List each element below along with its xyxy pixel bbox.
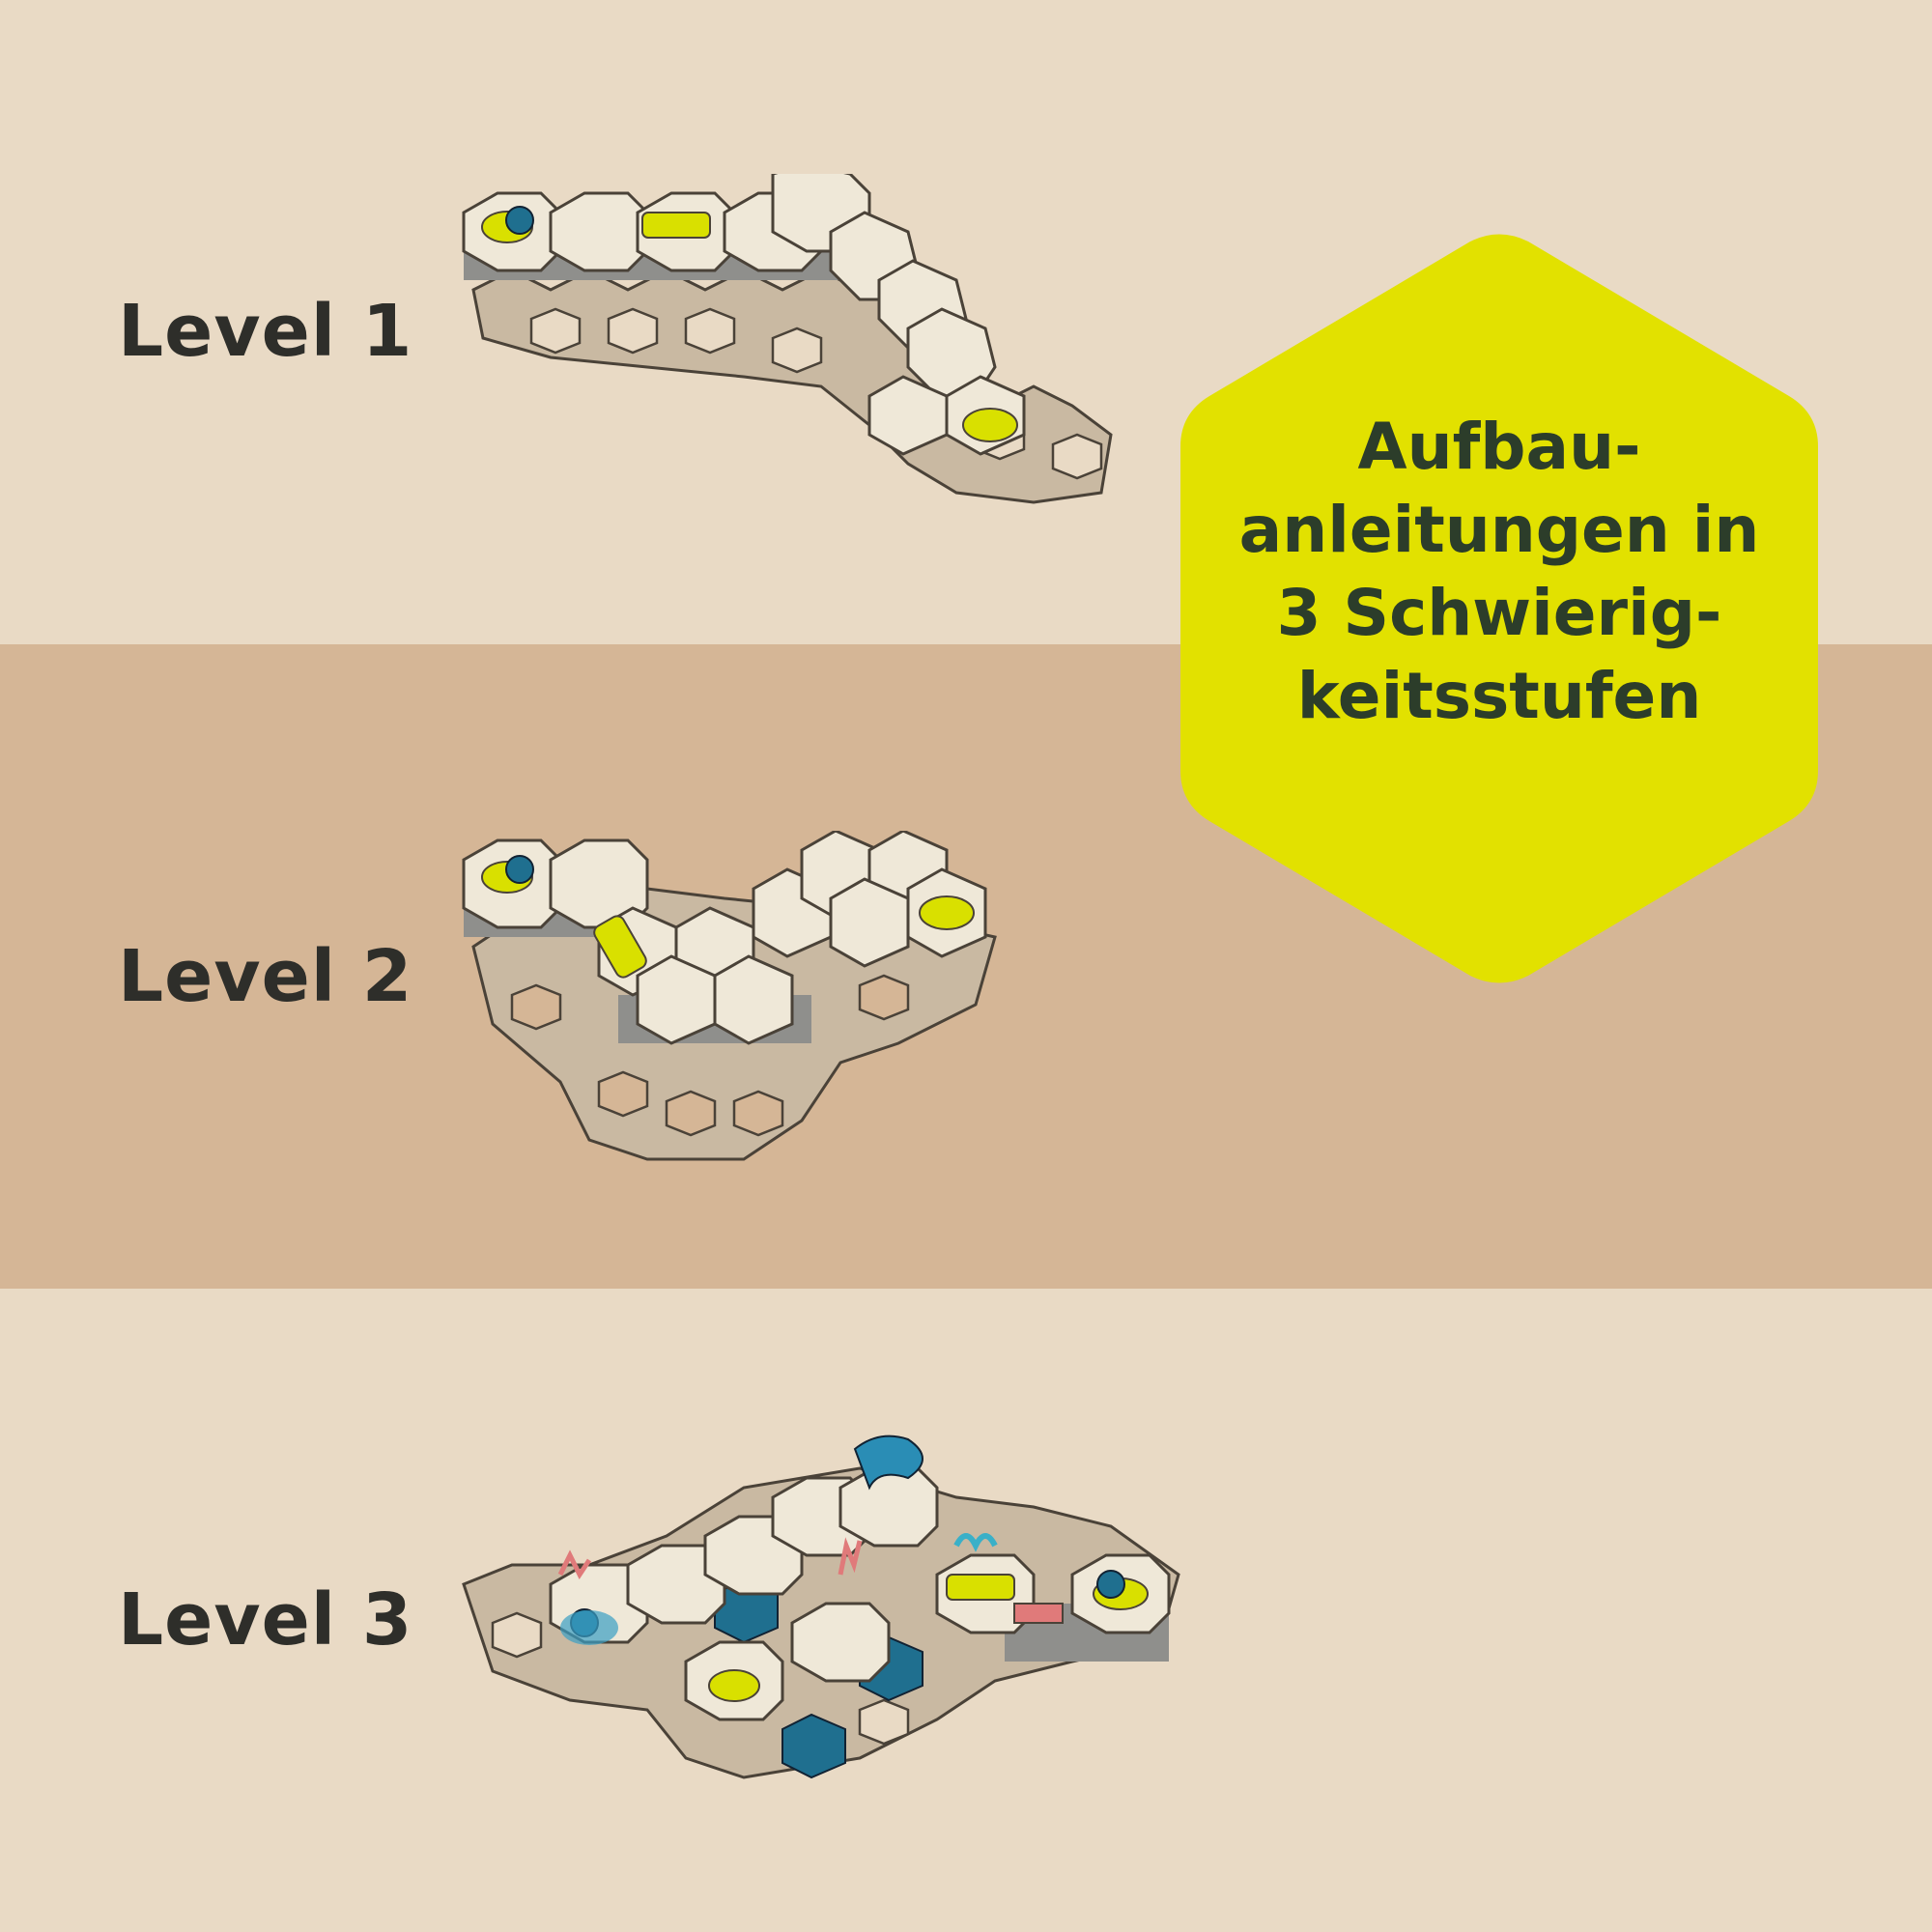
marble-run-level3-illustration	[462, 1435, 1180, 1779]
level-1-label: Level 1	[118, 290, 413, 373]
badge-text: Aufbau- anleitungen in 3 Schwierig- keit…	[1180, 406, 1818, 738]
badge-line-3: 3 Schwierig-	[1276, 576, 1722, 650]
level-3-label: Level 3	[118, 1578, 413, 1662]
marble-run-level1-illustration	[462, 174, 1113, 504]
hex-badge-icon	[1180, 234, 1818, 983]
badge-line-4: keitsstufen	[1296, 659, 1702, 733]
badge-line-2: anleitungen in	[1238, 493, 1760, 567]
marble-run-level2-illustration	[462, 831, 997, 1161]
badge-line-1: Aufbau-	[1357, 410, 1641, 484]
level-2-label: Level 2	[118, 935, 413, 1018]
